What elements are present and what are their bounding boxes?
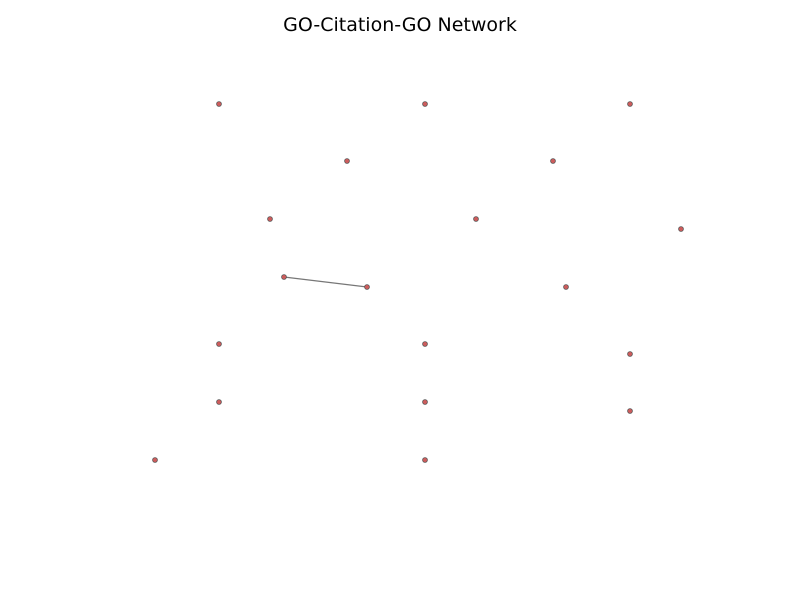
network-node	[216, 101, 222, 107]
network-node	[563, 284, 569, 290]
network-node	[473, 216, 479, 222]
network-node	[281, 274, 287, 280]
network-node	[627, 101, 633, 107]
network-node	[364, 284, 370, 290]
network-node	[627, 351, 633, 357]
network-node	[216, 399, 222, 405]
network-node	[678, 226, 684, 232]
network-node	[344, 158, 350, 164]
node-layer	[152, 101, 684, 463]
network-node	[550, 158, 556, 164]
network-node	[267, 216, 273, 222]
network-node	[422, 101, 428, 107]
network-node	[422, 457, 428, 463]
network-node	[627, 408, 633, 414]
edge-layer	[283, 276, 368, 288]
network-node	[422, 341, 428, 347]
network-node	[152, 457, 158, 463]
network-node	[216, 341, 222, 347]
network-edge	[283, 276, 368, 288]
network-node	[422, 399, 428, 405]
network-title: GO-Citation-GO Network	[283, 14, 517, 36]
